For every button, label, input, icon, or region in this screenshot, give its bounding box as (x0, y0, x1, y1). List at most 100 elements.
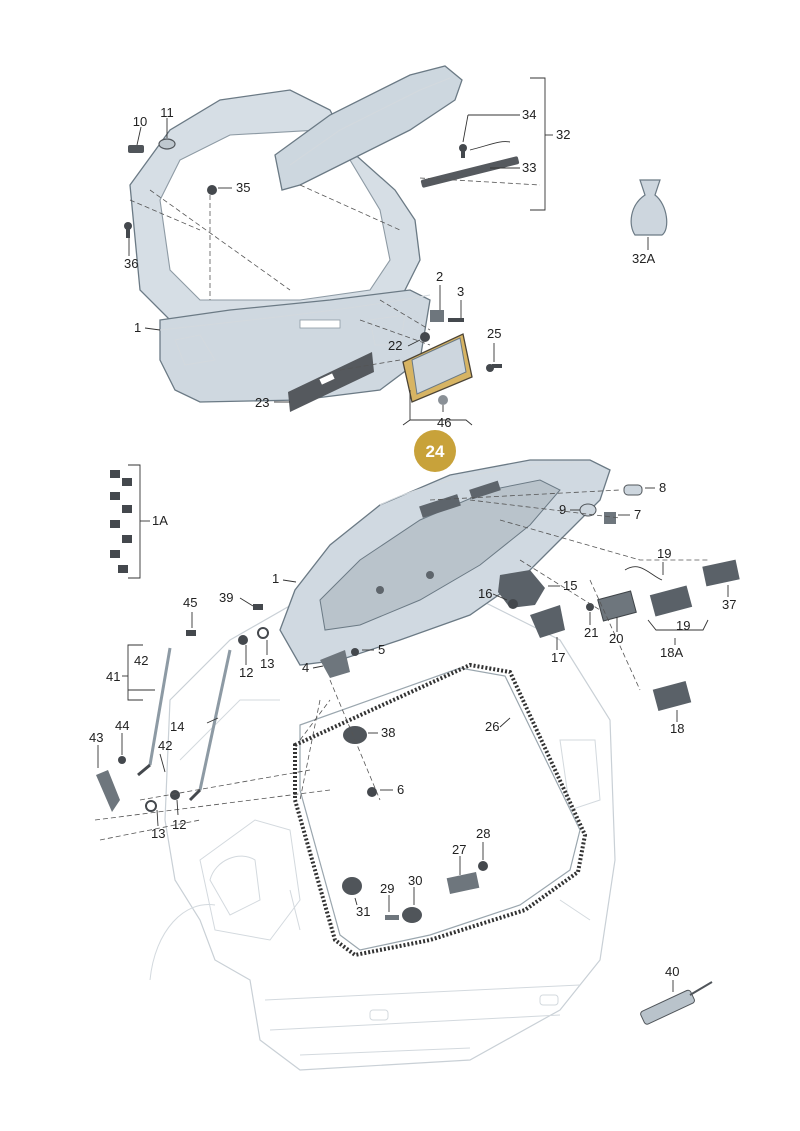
part-30-bumper (402, 907, 422, 923)
label-2: 2 (436, 269, 443, 284)
label-42-top: 42 (134, 653, 148, 668)
part-39-bolt (253, 604, 263, 610)
part-27-striker (446, 872, 480, 894)
part-25-screw (486, 364, 502, 372)
part-12-ballstud-bottom (170, 790, 180, 800)
part-14-gas-strut (188, 649, 232, 802)
label-18: 18 (670, 721, 684, 736)
label-6: 6 (397, 782, 404, 797)
part-43-bracket (96, 770, 120, 812)
part-36-screw (124, 222, 132, 238)
label-4: 4 (302, 660, 309, 675)
label-36: 36 (124, 256, 138, 271)
label-25: 25 (487, 326, 501, 341)
label-7: 7 (634, 507, 641, 522)
licence-plate-holder-highlighted (402, 333, 473, 403)
label-37: 37 (722, 597, 736, 612)
label-26: 26 (485, 719, 499, 734)
part-28-nut (478, 861, 488, 871)
label-45: 45 (183, 595, 197, 610)
label-9: 9 (559, 502, 566, 517)
label-28: 28 (476, 826, 490, 841)
part-10-cap (128, 145, 144, 153)
label-32A: 32A (632, 251, 655, 266)
part-2-bracket (430, 310, 444, 322)
part-19-harness (624, 566, 663, 581)
label-40: 40 (665, 964, 679, 979)
part-40-tool (640, 981, 713, 1025)
part-5-bolt (351, 648, 359, 656)
part-11-grommet (158, 138, 176, 150)
label-1-upper: 1 (134, 320, 141, 335)
label-14: 14 (170, 719, 184, 734)
leader-lines (97, 77, 729, 992)
label-43: 43 (89, 730, 103, 745)
label-16: 16 (478, 586, 492, 601)
dashed-guide-lines (94, 177, 710, 841)
part-46-clip (438, 395, 448, 405)
rear-window-glass (274, 65, 463, 191)
label-23: 23 (255, 395, 269, 410)
part-4-hinge (320, 650, 350, 678)
tailgate-assembly-lower (279, 459, 611, 666)
label-13-top: 13 (260, 656, 274, 671)
part-13-washer-bottom (145, 800, 157, 812)
label-12-bottom: 12 (172, 817, 186, 832)
part-16-nut (508, 599, 518, 609)
part-3-bolt (448, 318, 464, 322)
label-34: 34 (522, 107, 536, 122)
label-13-bottom: 13 (151, 826, 165, 841)
part-34-screw (459, 144, 467, 158)
label-10: 10 (133, 114, 147, 129)
label-41: 41 (106, 669, 120, 684)
part-35-clip (207, 185, 217, 195)
label-38: 38 (381, 725, 395, 740)
label-30: 30 (408, 873, 422, 888)
part-37-lamp (702, 559, 740, 587)
tailgate-seal (293, 662, 588, 958)
part-41-gas-strut (137, 647, 172, 777)
label-3: 3 (457, 284, 464, 299)
label-33: 33 (522, 160, 536, 175)
label-19-upper: 19 (657, 546, 671, 561)
part-12-ballstud-top (238, 635, 248, 645)
label-8: 8 (659, 480, 666, 495)
label-5: 5 (378, 642, 385, 657)
label-18A: 18A (660, 645, 683, 660)
label-1-lower: 1 (272, 571, 279, 586)
washer-cover (630, 179, 668, 236)
part-9-plug (579, 503, 597, 517)
label-22: 22 (388, 338, 402, 353)
tailgate-assembly-upper (129, 89, 431, 403)
part-1A-fastener-set (110, 470, 132, 573)
label-46: 46 (437, 415, 451, 430)
part-15-lock (498, 570, 545, 608)
label-1A: 1A (152, 513, 168, 528)
callout-labels: 10 11 35 36 1 34 33 32 32A 2 3 25 22 23 … (89, 105, 736, 979)
part-20-housing (597, 590, 637, 622)
part-31-plug (342, 877, 362, 895)
part-8-bump-stop (623, 484, 643, 496)
label-12-top: 12 (239, 665, 253, 680)
part-23-trim-plate (288, 352, 374, 412)
label-32: 32 (556, 127, 570, 142)
part-29-bolt (385, 915, 399, 920)
label-19-lower: 19 (676, 618, 690, 633)
label-20: 20 (609, 631, 623, 646)
label-44: 44 (115, 718, 129, 733)
label-35: 35 (236, 180, 250, 195)
part-18A-light (649, 585, 693, 617)
label-17: 17 (551, 650, 565, 665)
label-29: 29 (380, 881, 394, 896)
brake-light-wire (469, 141, 511, 151)
label-31: 31 (356, 904, 370, 919)
highlight-badge (414, 430, 456, 472)
label-15: 15 (563, 578, 577, 593)
part-13-washer-top (257, 627, 269, 639)
part-7-buffer (604, 512, 616, 524)
label-21: 21 (584, 625, 598, 640)
tailgate-aperture (299, 667, 581, 951)
highlight-badge-label: 24 (426, 442, 445, 461)
label-42-bottom: 42 (158, 738, 172, 753)
